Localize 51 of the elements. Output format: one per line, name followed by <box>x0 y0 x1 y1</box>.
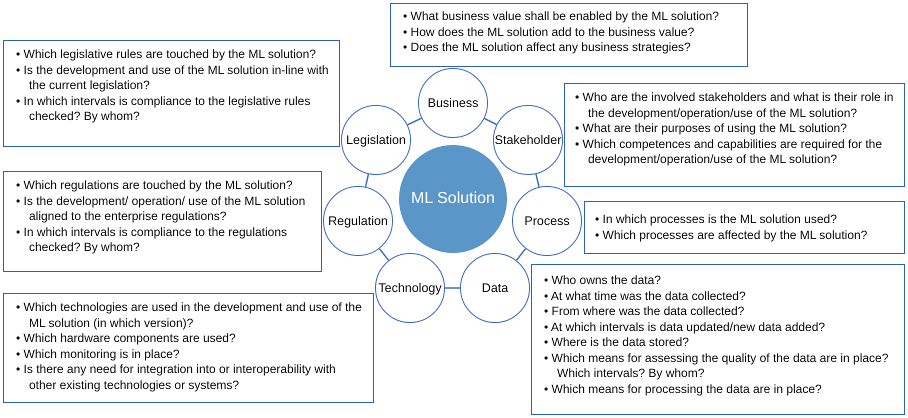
connector-line <box>378 248 390 261</box>
question-text: • Which means for processing the data are in place? <box>544 382 823 397</box>
question-box <box>3 293 374 403</box>
question-text: • From where was the data collected? <box>544 304 746 320</box>
question-text: • Which technologies are used in the development and use of the ML solution (in which version)? <box>16 300 363 331</box>
question-box <box>564 83 905 187</box>
question-box <box>584 201 905 254</box>
question-text: • Which monitoring is in place? <box>16 346 181 362</box>
question-text: • Which legislative rules are touched by the ML solution? <box>16 47 317 62</box>
question-text: • How does the ML solution add to the business value? <box>403 24 696 40</box>
question-box <box>390 3 748 67</box>
circle-label: Legislation <box>346 133 406 147</box>
connector-line <box>535 174 540 188</box>
question-text: • Where is the data stored? <box>544 335 690 350</box>
question-text: • Which competences and capabilities are required for the development/operation/use of the ML solution? <box>575 136 884 168</box>
connector-line <box>445 287 460 289</box>
question-text: • At what time was the data collected? <box>544 288 747 304</box>
question-text: • Which regulations are touched by the ML solution? <box>16 178 294 194</box>
question-box <box>3 171 322 272</box>
question-box <box>531 264 905 415</box>
circle-label: Stakeholder <box>494 133 562 147</box>
connector-line <box>364 174 370 187</box>
question-box <box>3 40 340 147</box>
circle-label: Process <box>524 214 570 228</box>
question-text: • Which processes are affected by the ML solution? <box>595 228 868 243</box>
question-text: • Is the development/ operation/ use of the ML solution aligned to the enterprise regulations? <box>16 194 306 224</box>
question-text: • Who are the involved stakeholders and what is their role in the development/operation/use of the ML solution? <box>575 90 894 121</box>
question-text: • What are their purposes of using the ML solution? <box>575 121 848 136</box>
question-text: • At which intervals is data updated/new data added? <box>544 320 826 335</box>
connector-line <box>516 248 526 261</box>
topic-circle <box>512 186 582 256</box>
topic-circle <box>493 105 563 175</box>
question-text: • What business value shall be enabled by the ML solution? <box>403 9 720 24</box>
circle-label: Business <box>428 96 478 110</box>
question-text: • Which hardware components are used? <box>16 331 237 346</box>
question-text: • Who owns the data? <box>544 273 662 288</box>
circle-label: ML Solution <box>411 190 495 208</box>
circle-label: Regulation <box>328 214 388 228</box>
topic-circle <box>341 105 411 175</box>
question-text: • Is the development and use of the ML solution in-line with the current legislation? <box>16 62 330 94</box>
question-text: • In which processes is the ML solution used? <box>595 212 838 228</box>
question-text: • Is there any need for integration into or interoperability with other existing technologies or systems? <box>16 362 337 393</box>
circle-label: Data <box>482 281 508 295</box>
question-text: • Which means for assessing the quality of the data are in place? Which intervals? By whom? <box>544 350 890 382</box>
circle-label: Technology <box>378 281 442 295</box>
question-text: • In which intervals is compliance to the legislative rules checked? By whom? <box>16 94 312 124</box>
question-text: • Does the ML solution affect any business strategies? <box>403 40 692 56</box>
topic-circle <box>418 68 488 138</box>
question-text: • In which intervals is compliance to the regulations checked? By whom? <box>16 224 288 256</box>
connector-line <box>484 118 497 126</box>
connector-line <box>407 117 422 126</box>
